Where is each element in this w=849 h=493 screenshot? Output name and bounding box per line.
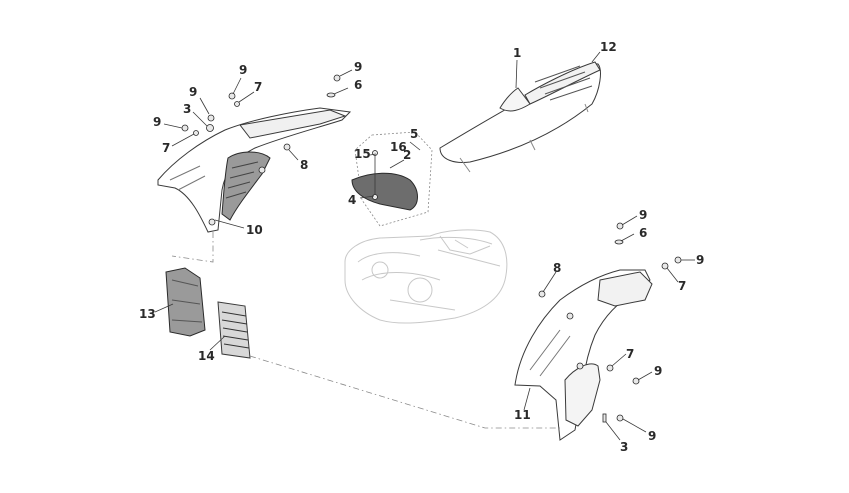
seat <box>439 61 601 173</box>
callout-6-a: 6 <box>354 78 362 92</box>
left-radiator-shroud <box>157 107 352 233</box>
right-radiator-shroud <box>514 269 653 441</box>
callout-7-a: 7 <box>254 80 262 94</box>
callout-9-g: 9 <box>654 364 662 378</box>
callout-4: 4 <box>348 193 356 207</box>
callout-7-b: 7 <box>162 141 170 155</box>
callout-15: 15 <box>354 147 371 161</box>
callout-9-f: 9 <box>696 253 704 267</box>
callout-8-b: 8 <box>553 261 561 275</box>
callout-9-e: 9 <box>639 208 647 222</box>
callout-9-h: 9 <box>648 429 656 443</box>
fasteners <box>181 74 682 423</box>
radiator-guard <box>165 267 206 337</box>
callout-9-d: 9 <box>153 115 161 129</box>
callout-13: 13 <box>139 307 156 321</box>
callout-3-a: 3 <box>183 102 191 116</box>
callout-10: 10 <box>246 223 263 237</box>
radiator-grille <box>217 301 251 359</box>
callout-7-d: 7 <box>626 347 634 361</box>
callout-14: 14 <box>198 349 215 363</box>
callout-9-a: 9 <box>239 63 247 77</box>
heat-shield-group <box>351 131 433 227</box>
callout-2: 2 <box>403 148 411 162</box>
callout-1: 1 <box>513 46 521 60</box>
callout-5: 5 <box>410 127 418 141</box>
leader-lines <box>154 51 695 441</box>
callout-12: 12 <box>600 40 617 54</box>
fuel-tank-outline <box>344 229 508 324</box>
assembly-lines <box>171 232 560 429</box>
callout-7-c: 7 <box>678 279 686 293</box>
callout-numbers: 1 12 9 7 9 6 9 3 9 7 8 10 5 15 16 2 4 13… <box>139 40 704 454</box>
callout-16: 16 <box>390 140 407 154</box>
callout-6-b: 6 <box>639 226 647 240</box>
callout-9-b: 9 <box>354 60 362 74</box>
callout-3-b: 3 <box>620 440 628 454</box>
callout-9-c: 9 <box>189 85 197 99</box>
callout-8-a: 8 <box>300 158 308 172</box>
callout-11: 11 <box>514 408 531 422</box>
